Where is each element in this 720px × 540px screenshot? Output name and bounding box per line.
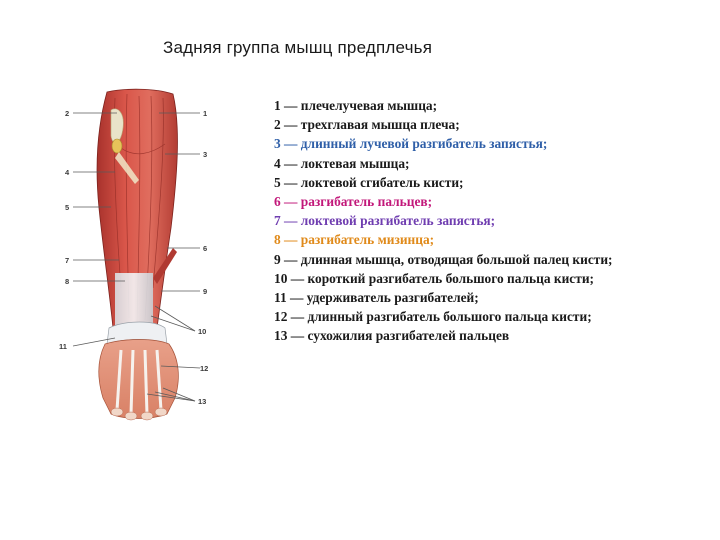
callout-lines (72, 112, 201, 402)
extensor-tendons (115, 248, 177, 333)
legend-item: 4 — локтевая мышца; (274, 155, 410, 171)
hand-shape (98, 339, 179, 419)
finger-tendons (115, 349, 163, 415)
anconeus (115, 152, 139, 184)
callout-5: 5 (65, 203, 69, 212)
callout-12: 12 (200, 364, 208, 373)
callout-10: 10 (198, 327, 206, 336)
callout-7: 7 (65, 256, 69, 265)
callout-11: 11 (59, 342, 67, 351)
legend-list: 1 — плечелучевая мышца; 2 — трехглавая м… (274, 96, 613, 346)
legend-item: 9 — длинная мышца, отводящая большой пал… (274, 251, 613, 267)
legend-item: 5 — локтевой сгибатель кисти; (274, 174, 464, 190)
legend-item: 2 — трехглавая мышца плеча; (274, 117, 460, 133)
legend-item: 3 — длинный лучевой разгибатель запястья… (274, 136, 548, 152)
legend-item: 8 — разгибатель мизинца; (274, 232, 435, 248)
legend-item: 13 — сухожилия разгибателей пальцев (274, 328, 510, 344)
legend-item: 7 — локтевой разгибатель запястья; (274, 213, 496, 229)
legend-item: 1 — плечелучевая мышца; (274, 98, 438, 113)
page-title: Задняя группа мышц предплечья (163, 38, 433, 57)
callout-1: 1 (203, 109, 207, 118)
knuckles (110, 407, 168, 421)
callout-8: 8 (65, 277, 69, 286)
callout-numbers: 2 4 5 7 8 11 1 3 6 9 10 12 13 (59, 109, 208, 406)
legend-item: 10 — короткий разгибатель большого пальц… (274, 270, 595, 286)
callout-2: 2 (65, 109, 69, 118)
forearm-muscles-illustration: 2 4 5 7 8 11 1 3 6 9 10 12 13 (59, 88, 208, 421)
callout-3: 3 (203, 150, 207, 159)
olecranon (111, 138, 123, 154)
legend-item: 11 — удерживатель разгибателей; (274, 290, 479, 306)
callout-4: 4 (65, 168, 70, 177)
legend-item: 6 — разгибатель пальцев; (274, 194, 433, 210)
callout-6: 6 (203, 244, 207, 253)
legend-item: 12 — длинный разгибатель большого пальца… (274, 309, 592, 325)
callout-13: 13 (198, 397, 206, 406)
olecranon-tendon (110, 108, 124, 144)
callout-9: 9 (203, 287, 207, 296)
